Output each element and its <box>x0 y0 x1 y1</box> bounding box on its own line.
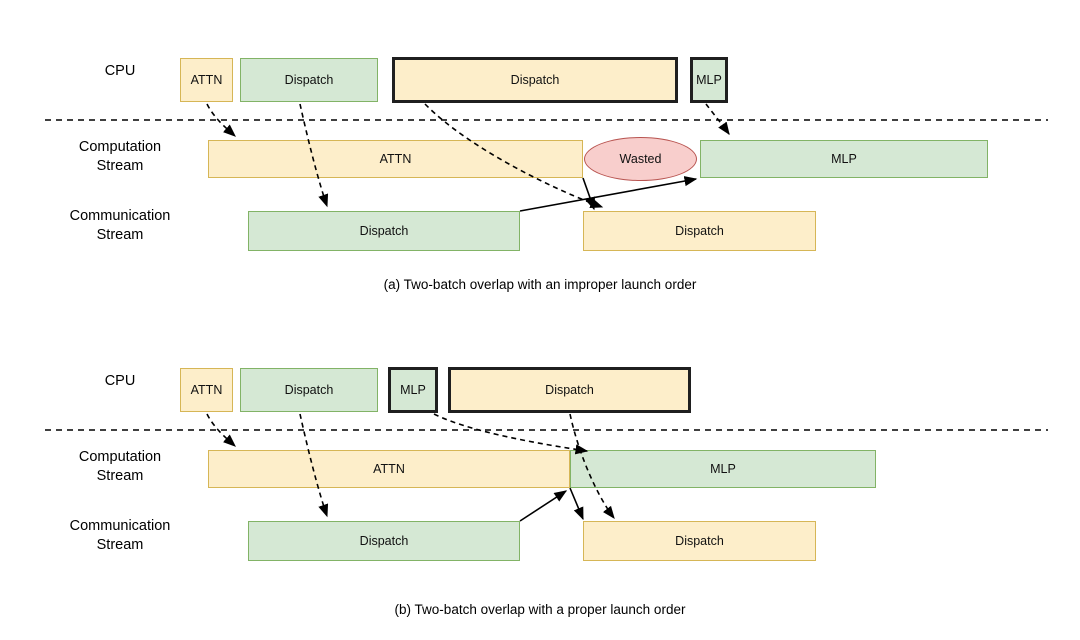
panel-a-cpu-block-mlp[interactable]: MLP <box>690 57 728 103</box>
panel-a-cpu-block-attn[interactable]: ATTN <box>180 58 233 102</box>
panel-b-launch-arrow-attn <box>206 413 236 447</box>
panel-a-computation-block-mlp-label: MLP <box>831 152 857 166</box>
panel-b-cpu-block-mlp-label: MLP <box>400 383 426 397</box>
panel-b-computation-block-mlp-label: MLP <box>710 462 736 476</box>
panel-a-dependency-dispatch-to-mlp <box>519 176 698 212</box>
panel-a-communication-block-dispatch-2-label: Dispatch <box>675 224 724 238</box>
panel-b-caption: (b) Two-batch overlap with a proper laun… <box>394 602 686 617</box>
panel-a-communication-block-dispatch-1[interactable]: Dispatch <box>248 211 520 251</box>
panel-a-cpu-block-attn-label: ATTN <box>190 73 223 87</box>
panel-b-row-label-communication: Communication Stream <box>69 518 171 553</box>
panel-a-computation-block-wasted[interactable]: Wasted <box>584 137 697 181</box>
panel-b-launch-arrow-mlp <box>433 413 589 455</box>
panel-b-cpu-block-attn-label: ATTN <box>190 383 223 397</box>
panel-a-computation-block-wasted-label: Wasted <box>619 152 662 166</box>
panel-a-communication-block-dispatch-2[interactable]: Dispatch <box>583 211 816 251</box>
panel-a-communication-block-dispatch-1-label: Dispatch <box>359 224 409 238</box>
panel-b-cpu-block-dispatch-2-label: Dispatch <box>545 383 594 397</box>
panel-b-cpu-block-dispatch-2[interactable]: Dispatch <box>448 367 691 413</box>
panel-b-cpu-block-attn[interactable]: ATTN <box>180 368 233 412</box>
panel-a-cpu-block-dispatch-1[interactable]: Dispatch <box>240 58 378 102</box>
panel-b-communication-block-dispatch-1[interactable]: Dispatch <box>248 521 520 561</box>
panel-a-cpu-block-dispatch-1-label: Dispatch <box>284 73 334 87</box>
panel-b-cpu-block-dispatch-1-label: Dispatch <box>284 383 334 397</box>
panel-b-computation-block-mlp[interactable]: MLP <box>570 450 876 488</box>
panel-b-communication-block-dispatch-1-label: Dispatch <box>359 534 409 548</box>
panel-a-row-label-computation: Computation Stream <box>78 139 162 174</box>
panel-a-launch-arrow-attn <box>206 103 236 137</box>
panel-b-dependency-attn-to-dispatch <box>569 487 584 521</box>
panel-b-communication-block-dispatch-2[interactable]: Dispatch <box>583 521 816 561</box>
panel-a-computation-block-attn[interactable]: ATTN <box>208 140 583 178</box>
panel-a-launch-arrow-mlp <box>705 103 730 136</box>
panel-a-cpu-block-dispatch-2-label: Dispatch <box>510 73 560 87</box>
panel-b-row-label-cpu: CPU <box>104 373 136 389</box>
panel-a-computation-block-mlp[interactable]: MLP <box>700 140 988 178</box>
panel-a-cpu-block-mlp-label: MLP <box>696 73 722 87</box>
panel-b-row-label-computation: Computation Stream <box>78 449 162 484</box>
panel-b-cpu-block-mlp[interactable]: MLP <box>388 367 438 413</box>
panel-a-row-label-communication: Communication Stream <box>69 208 171 243</box>
panel-a-row-label-cpu: CPU <box>104 63 136 79</box>
panel-b-dependency-dispatch-to-mlp <box>519 490 568 522</box>
panel-b-computation-block-attn[interactable]: ATTN <box>208 450 570 488</box>
panel-a-cpu-block-dispatch-2[interactable]: Dispatch <box>392 57 678 103</box>
panel-a-dependency-attn-to-dispatch <box>582 177 595 211</box>
panel-b-cpu-block-dispatch-1[interactable]: Dispatch <box>240 368 378 412</box>
panel-b-computation-block-attn-label: ATTN <box>373 462 405 476</box>
panel-a-caption: (a) Two-batch overlap with an improper l… <box>383 277 697 292</box>
panel-a-computation-block-attn-label: ATTN <box>379 152 412 166</box>
panel-b-communication-block-dispatch-2-label: Dispatch <box>675 534 724 548</box>
